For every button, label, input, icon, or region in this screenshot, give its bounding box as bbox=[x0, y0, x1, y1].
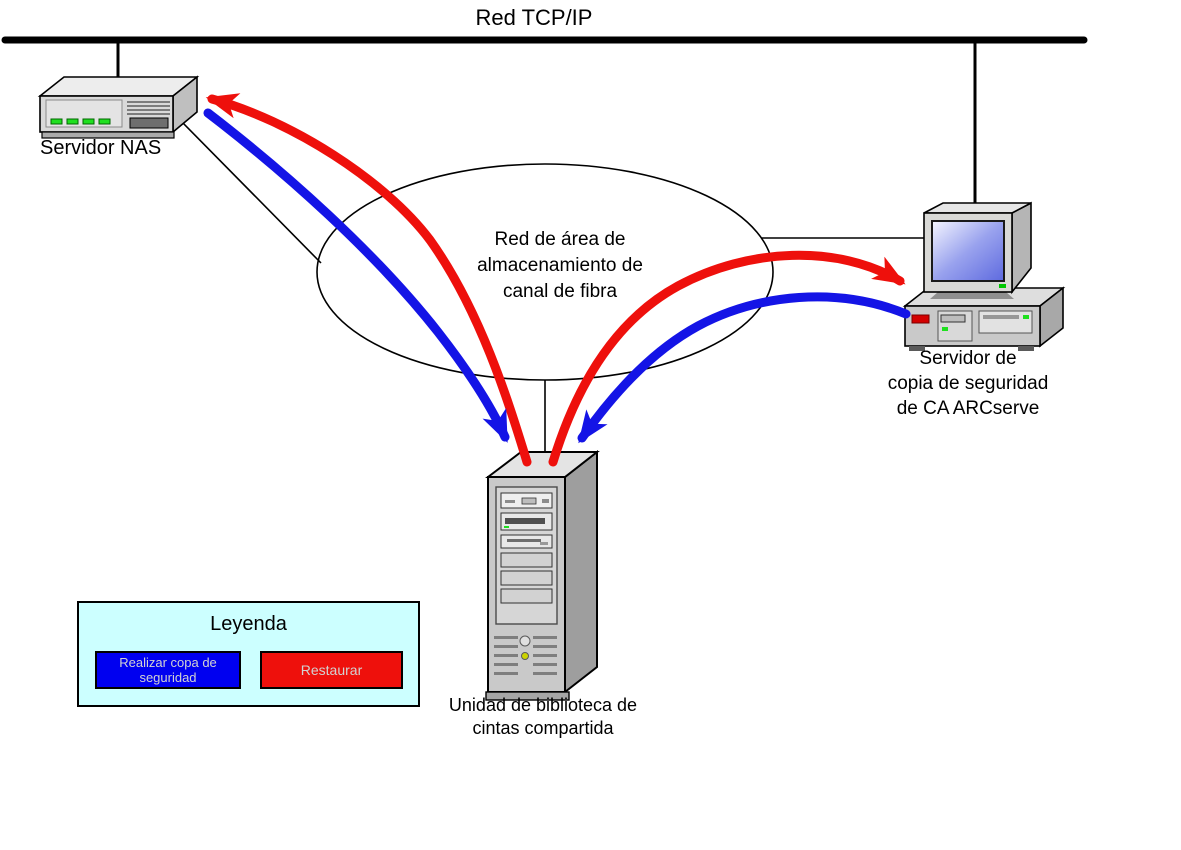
nas-to-san-line bbox=[180, 120, 322, 264]
restore-arrow-library-to-nas bbox=[205, 93, 532, 467]
backup-arrow-nas-to-library bbox=[203, 108, 510, 443]
backup-server-label: Servidor de copia de seguridad de CA ARC… bbox=[848, 346, 1088, 421]
san-label-line2: almacenamiento de bbox=[477, 255, 643, 276]
legend-backup-label: Realizar copa de seguridad bbox=[119, 655, 217, 685]
tape-library-label-line2: cintas compartida bbox=[472, 718, 614, 738]
legend-title: Leyenda bbox=[210, 613, 287, 635]
backup-server-label-line3: de CA ARCserve bbox=[896, 398, 1040, 419]
tape-library-label-line1: Unidad de biblioteca de bbox=[448, 695, 638, 715]
san-label-line3: canal de fibra bbox=[502, 281, 618, 302]
nas-label: Servidor NAS bbox=[40, 137, 162, 159]
backup-server-device-icon bbox=[902, 201, 1066, 351]
nas-device-icon bbox=[37, 75, 200, 139]
restore-arrow-library-to-server bbox=[548, 250, 906, 467]
legend-restore-swatch: Restaurar bbox=[260, 651, 403, 689]
legend-restore-label: Restaurar bbox=[300, 662, 363, 678]
monitor-screen bbox=[931, 220, 1005, 282]
backup-server-label-line1: Servidor de bbox=[919, 348, 1017, 369]
tape-library-device-icon bbox=[485, 449, 600, 701]
tape-library-label: Unidad de biblioteca de cintas compartid… bbox=[423, 694, 663, 740]
san-label: Red de área de almacenamiento de canal d… bbox=[420, 227, 700, 305]
backup-server-label-line2: copia de seguridad bbox=[887, 373, 1049, 394]
legend-backup-swatch: Realizar copa de seguridad bbox=[95, 651, 241, 689]
legend-box: Leyenda Realizar copa de seguridad Resta… bbox=[77, 601, 420, 707]
backup-arrow-server-to-library bbox=[577, 292, 911, 444]
san-label-line1: Red de área de bbox=[494, 229, 626, 250]
network-title: Red TCP/IP bbox=[475, 5, 593, 30]
